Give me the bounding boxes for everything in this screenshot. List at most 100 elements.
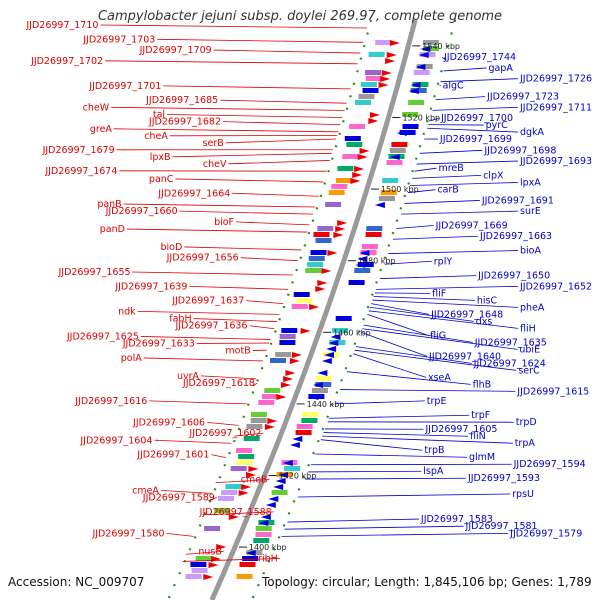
left-label-leader (175, 178, 324, 183)
left-label-leader (228, 160, 330, 165)
right-label-leader (334, 400, 425, 405)
left-gene-label: panB (97, 199, 121, 210)
left-gene-label: JJD26997_1679 (42, 145, 115, 156)
gene-arrow-forward (238, 490, 249, 496)
left-gene-label: JJD26997_1589 (142, 493, 215, 504)
right-label-leader (396, 225, 434, 229)
gene-arrow-forward (317, 280, 328, 286)
left-gene-label: JJD26997_1674 (44, 166, 117, 177)
left-label-leader (249, 325, 275, 330)
gene-block (302, 412, 319, 417)
right-gene-label: lspA (423, 466, 444, 477)
gene-block (375, 40, 392, 45)
right-gene-label: carB (437, 185, 458, 196)
gene-block (332, 328, 349, 333)
left-gene-label: ndk (118, 306, 136, 317)
gene-block (271, 490, 288, 495)
left-label-leader (167, 114, 343, 118)
gene-block (236, 448, 253, 453)
gene-block (204, 526, 221, 531)
right-gene-label: bioA (520, 246, 541, 257)
left-gene-label: JJD26997_1656 (166, 253, 239, 264)
left-label-leader (184, 246, 302, 251)
gene-block (261, 394, 278, 399)
right-gene-label: JJD26997_1648 (430, 309, 503, 320)
right-label-leader (367, 314, 429, 336)
left-gene-label: JJD26997_1685 (145, 95, 218, 106)
right-gene-label: JJD26997_1615 (516, 386, 589, 397)
left-gene-label: JJD26997_1616 (74, 396, 147, 407)
kbp-label: 1400 kbp (249, 543, 287, 552)
gene-block (218, 496, 234, 501)
gene-arrow-reverse (324, 352, 334, 358)
gene-block (279, 334, 296, 339)
gene-block (328, 190, 345, 195)
right-label-leader (346, 371, 471, 385)
left-gene-label: JJD26997_1710 (25, 20, 98, 31)
gene-block (195, 556, 212, 561)
gene-arrow-forward (267, 418, 278, 424)
gene-block (386, 160, 403, 165)
gene-block (402, 112, 419, 117)
right-gene-label: JJD26997_1594 (513, 459, 586, 470)
gene-block (360, 82, 377, 87)
left-label-leader (154, 439, 232, 444)
left-label-leader (105, 60, 358, 65)
right-gene-label: JJD26997_1605 (424, 424, 497, 435)
gene-block (284, 466, 301, 471)
gene-block (190, 562, 207, 567)
gene-arrow-reverse (312, 382, 323, 388)
gene-arrow-reverse (330, 334, 341, 340)
left-label-leader (182, 558, 280, 562)
right-gene-label: JJD26997_1583 (420, 514, 493, 525)
right-label-leader (354, 349, 517, 371)
gene-arrow-forward (246, 472, 256, 478)
gene-arrow-forward (264, 424, 275, 430)
right-label-leader (363, 324, 473, 343)
kbp-label: 1440 kbp (307, 400, 345, 409)
right-gene-label: JJD26997_1624 (473, 358, 546, 369)
right-gene-label: ubiE (519, 344, 540, 355)
gene-block (214, 508, 231, 513)
right-gene-label: JJD26997_1640 (428, 351, 501, 362)
gene-arrow-forward (289, 358, 300, 364)
right-label-leader (440, 78, 519, 83)
gene-block (331, 184, 348, 189)
gene-block (311, 388, 328, 393)
gene-arrow-forward (216, 544, 227, 550)
right-label-leader (368, 310, 519, 329)
right-gene-label: JJD26997_1691 (481, 195, 554, 206)
gene-block (242, 556, 259, 561)
gc-dotted-ring-outer (250, 19, 457, 600)
gene-block (380, 190, 397, 195)
right-gene-label: gapA (488, 63, 513, 74)
left-label-leader (126, 228, 308, 233)
gene-arrow-reverse (273, 484, 284, 490)
gene-block (191, 568, 208, 573)
left-label-leader (208, 497, 218, 501)
backbone-ring (209, 19, 418, 600)
gene-block (307, 262, 324, 267)
gene-arrow-reverse (396, 130, 407, 136)
gene-arrow-reverse (282, 460, 293, 466)
left-label-leader (185, 550, 224, 555)
left-gene-label: uvrA (177, 371, 200, 382)
gene-arrow-reverse (420, 46, 431, 52)
right-gene-label: serC (518, 365, 540, 376)
gene-block (337, 166, 354, 171)
left-label-leader (240, 257, 298, 262)
right-label-leader (392, 235, 479, 240)
gene-arrow-reverse (258, 520, 269, 526)
gene-arrow-reverse (328, 340, 339, 346)
left-label-leader (111, 106, 345, 111)
left-label-leader (201, 375, 257, 380)
gene-block (230, 466, 247, 471)
gene-block (291, 304, 308, 309)
gene-features (185, 40, 439, 580)
right-gene-label: trpD (516, 417, 537, 428)
right-gene-label: JJD26997_1669 (435, 220, 508, 231)
gene-block (310, 250, 327, 255)
gene-block (402, 124, 419, 129)
gene-block (225, 484, 242, 489)
